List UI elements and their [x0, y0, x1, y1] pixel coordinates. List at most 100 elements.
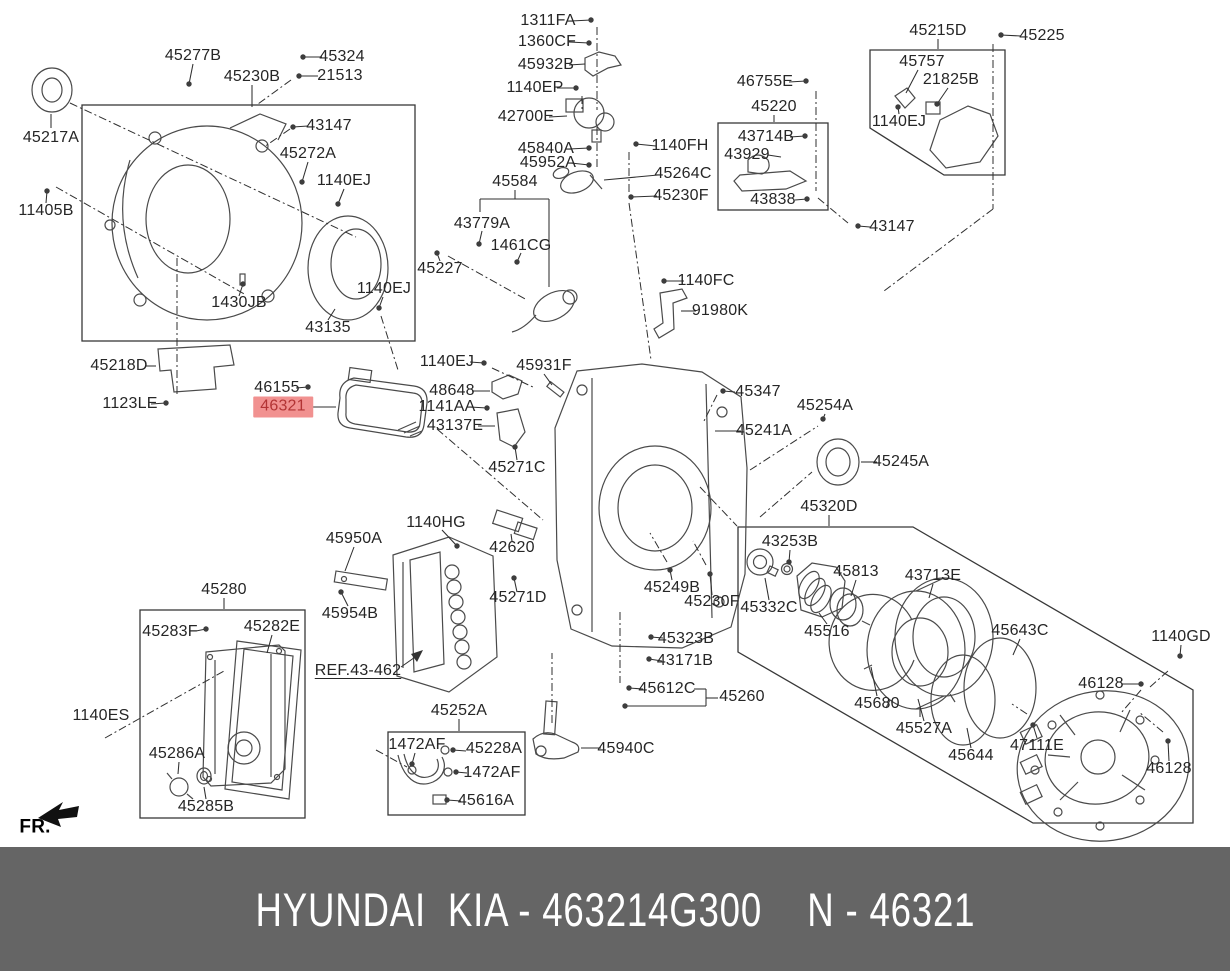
fastener-dot	[586, 40, 592, 46]
fastener-dot	[454, 543, 460, 549]
assembly-dashdot-line	[702, 394, 718, 424]
fastener-dot	[998, 32, 1004, 38]
fastener-dot	[453, 769, 459, 775]
leader-line	[188, 63, 194, 85]
fastener-dot	[476, 241, 482, 247]
leader-line	[327, 308, 336, 321]
fastener-dot	[934, 101, 940, 107]
fastener-dot	[588, 17, 594, 23]
assembly-dashdot-line	[491, 367, 536, 389]
assembly-dashdot-line	[263, 128, 291, 148]
part-drawings	[31, 51, 1190, 842]
leader-line	[548, 115, 568, 118]
leader-line	[266, 634, 273, 654]
fastener-dot	[803, 78, 809, 84]
fastener-dot	[240, 281, 246, 287]
mounting-bracket-45215D	[929, 105, 999, 169]
fastener-dot	[786, 559, 792, 565]
leader-line	[568, 63, 586, 66]
fastener-dot	[586, 145, 592, 151]
fastener-dot	[203, 626, 209, 632]
fastener-dot	[44, 188, 50, 194]
leader-line	[568, 147, 590, 150]
fastener-dot	[573, 85, 579, 91]
fastener-dot	[661, 278, 667, 284]
fastener-dot	[186, 81, 192, 87]
leader-line	[936, 87, 949, 105]
leader-line	[767, 154, 782, 158]
assembly-dashdot-line	[55, 186, 247, 296]
leader-line	[966, 727, 972, 749]
fastener-dot	[626, 685, 632, 691]
assembly-dashdot-line	[380, 315, 399, 371]
assembly-dashdot-line	[749, 425, 819, 471]
leader-line	[1012, 638, 1021, 656]
leader-line	[510, 533, 513, 542]
leader-line	[818, 612, 828, 625]
assembly-dashdot-line	[104, 670, 225, 739]
fastener-dot	[434, 250, 440, 256]
assembly-dashdot-line	[1120, 689, 1142, 714]
box-45215D	[869, 49, 1006, 176]
assembly-dashdot-line	[1011, 703, 1028, 715]
box-45252A	[387, 731, 526, 816]
leader-line	[441, 529, 458, 547]
leader-line	[570, 162, 590, 166]
leader-line	[568, 41, 590, 44]
fastener-dot	[305, 384, 311, 390]
leader-line	[788, 80, 807, 83]
fastener-dot	[820, 416, 826, 422]
fastener-dot	[646, 656, 652, 662]
fastener-dot	[1138, 681, 1144, 687]
assembly-dashdot-line	[628, 202, 652, 361]
leader-lines	[45, 19, 1182, 802]
fastener-dot	[802, 133, 808, 139]
fastener-dot	[444, 797, 450, 803]
leader-line	[917, 698, 925, 722]
fastener-dot	[338, 589, 344, 595]
fastener-dot	[300, 54, 306, 60]
box-45280	[139, 609, 306, 819]
leader-line	[344, 546, 355, 572]
fastener-dot	[1030, 722, 1036, 728]
fastener-dot	[481, 360, 487, 366]
fastener-dot	[514, 259, 520, 265]
group-boxes	[81, 49, 1194, 824]
assembly-dashdot-line	[1149, 670, 1169, 688]
fastener-dot	[628, 194, 634, 200]
leader-line	[203, 786, 207, 800]
leader-line	[469, 406, 488, 409]
fastener-dot	[290, 124, 296, 130]
fastener-dot	[1165, 738, 1171, 744]
leader-line	[1167, 740, 1170, 762]
assembly-dashdot-line	[447, 255, 528, 301]
fastener-dot	[804, 196, 810, 202]
fastener-dot	[586, 162, 592, 168]
assembly-dashdot-line	[257, 79, 292, 105]
fastener-dot	[895, 104, 901, 110]
assembly-dashdot-line	[817, 197, 849, 224]
fr-direction-arrow-icon	[38, 802, 79, 827]
banner-brand-partnumber: HYUNDAI KIA - 463214G300	[255, 882, 762, 936]
assembly-dashdot-line	[1138, 711, 1164, 733]
leader-line	[301, 161, 309, 183]
box-45220	[717, 122, 829, 211]
leader-line	[870, 666, 878, 697]
fastener-dot	[1177, 653, 1183, 659]
leader-line	[709, 573, 713, 596]
assembly-dashdot-line	[69, 102, 357, 238]
fastener-dot	[720, 388, 726, 394]
fastener-dot	[335, 201, 341, 207]
hardware-dots	[44, 17, 1183, 803]
leader-line	[630, 195, 658, 198]
assembly-dashdot-line	[759, 471, 813, 518]
fastener-dot	[296, 73, 302, 79]
fastener-dot	[484, 405, 490, 411]
fastener-dot	[409, 761, 415, 767]
fastener-dot	[707, 571, 713, 577]
leader-line	[905, 69, 919, 94]
assembly-dashdot-line	[699, 486, 738, 527]
box-45320D	[737, 526, 1194, 824]
